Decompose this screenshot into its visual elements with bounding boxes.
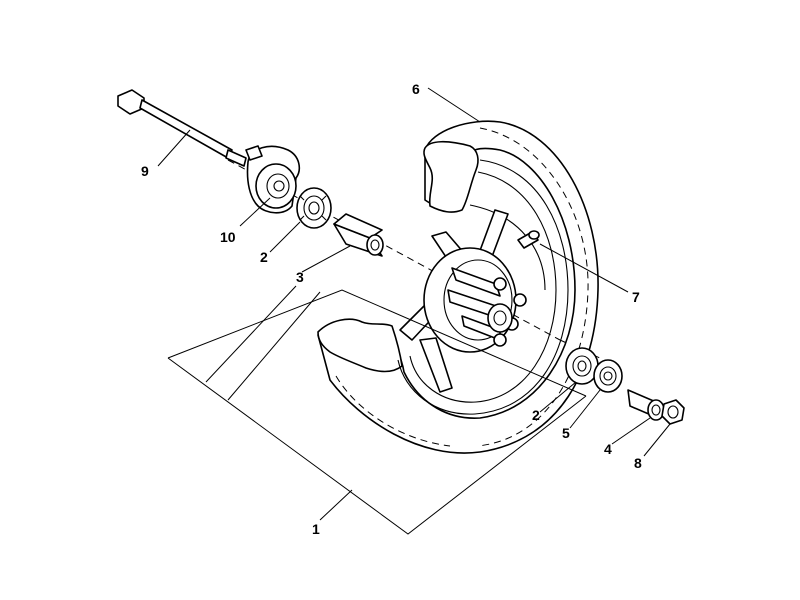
callout-8: 8 (634, 455, 642, 471)
callout-2-right: 2 (532, 407, 540, 423)
callout-labels: 6 9 10 2 3 7 2 5 4 8 1 (141, 81, 642, 537)
leader-lines (157, 87, 671, 535)
callout-7: 7 (632, 289, 640, 305)
callout-1: 1 (312, 521, 320, 537)
wheel-hub (399, 209, 527, 393)
callout-5: 5 (562, 425, 570, 441)
tire (317, 120, 599, 454)
bearing-left (296, 187, 332, 229)
callout-9: 9 (141, 163, 149, 179)
axle-spacer-collar (333, 213, 384, 257)
axle-bolt (117, 89, 247, 167)
speedometer-drive (245, 145, 301, 214)
callout-2-left: 2 (260, 249, 268, 265)
bearing-right (565, 347, 599, 385)
callout-4: 4 (604, 441, 612, 457)
oil-seal (593, 359, 623, 393)
callout-6: 6 (412, 81, 420, 97)
valve-stem (517, 230, 540, 249)
callout-3: 3 (296, 269, 304, 285)
axle-nut (661, 399, 685, 425)
callout-10: 10 (220, 229, 236, 245)
collar (627, 389, 665, 421)
